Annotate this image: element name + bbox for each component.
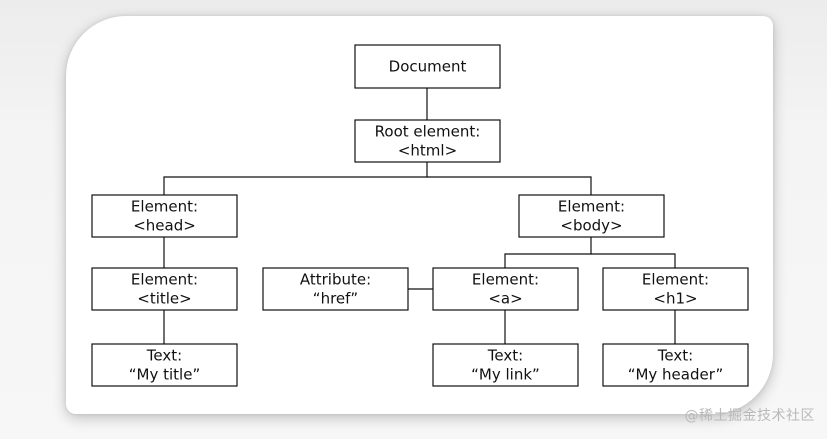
node-label-h1-1: Element: <box>642 271 709 289</box>
edge-root-to-body <box>427 176 592 195</box>
node-label-text-header-1: Text: <box>657 347 693 365</box>
node-box-text-link <box>432 343 579 387</box>
node-label-attribute-1: Attribute: <box>300 271 371 289</box>
node-label-text-link-1: Text: <box>487 347 523 365</box>
node-box-h1 <box>602 267 749 311</box>
node-label-text-link-2: “My link” <box>471 366 540 384</box>
node-text-header: Text:“My header” <box>602 343 749 387</box>
node-box-body <box>518 194 665 238</box>
node-label-attribute-2: “href” <box>313 290 358 308</box>
watermark: @稀土掘金技术社区 <box>684 408 815 424</box>
node-label-text-title-1: Text: <box>146 347 182 365</box>
node-title: Element:<title> <box>91 267 238 311</box>
node-box-document <box>354 44 501 89</box>
node-label-title-2: <title> <box>137 290 191 308</box>
node-text-title: Text:“My title” <box>91 343 238 387</box>
node-label-head-2: <head> <box>133 217 196 235</box>
node-label-root-2: <html> <box>398 142 457 160</box>
node-a: Element:<a> <box>432 267 579 311</box>
node-label-body-2: <body> <box>560 217 622 235</box>
node-label-h1-2: <h1> <box>653 290 697 308</box>
node-box-root <box>354 119 501 163</box>
node-label-text-header-2: “My header” <box>628 366 724 384</box>
node-box-text-header <box>602 343 749 387</box>
edges-group <box>163 88 676 344</box>
node-label-a-1: Element: <box>472 271 539 289</box>
node-h1: Element:<h1> <box>602 267 749 311</box>
node-head: Element:<head> <box>91 194 238 238</box>
node-document: Document <box>354 44 501 89</box>
node-box-title <box>91 267 238 311</box>
edge-root-to-head <box>163 162 428 195</box>
node-text-link: Text:“My link” <box>432 343 579 387</box>
node-label-text-title-2: “My title” <box>129 366 200 384</box>
edge-body-to-a <box>504 237 592 268</box>
node-attribute: Attribute:“href” <box>262 267 409 311</box>
edge-body-to-h1 <box>591 253 676 268</box>
node-box-a <box>432 267 579 311</box>
node-label-title-1: Element: <box>131 271 198 289</box>
node-body: Element:<body> <box>518 194 665 238</box>
node-box-text-title <box>91 343 238 387</box>
node-label-body-1: Element: <box>558 198 625 216</box>
node-root: Root element:<html> <box>354 119 501 163</box>
node-label-head-1: Element: <box>131 198 198 216</box>
node-label-a-2: <a> <box>488 290 522 308</box>
node-box-head <box>91 194 238 238</box>
node-label-root-1: Root element: <box>375 123 481 141</box>
node-box-attribute <box>262 267 409 311</box>
node-label-document-1: Document <box>389 58 467 76</box>
